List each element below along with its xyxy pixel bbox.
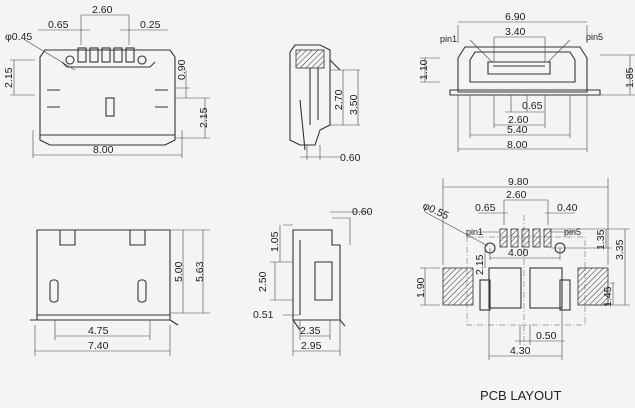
bottom-view: 5.00 5.63 4.75 7.40 [30,229,210,356]
pcb-layout: 9.80 φ0.55 0.65 2.60 0.40 pin1 pin5 1.35… [415,176,630,403]
pcb-pin5-label: pin5 [564,227,581,237]
side-view-bottom: 0.60 1.05 2.50 0.51 2.35 2.95 [253,206,373,356]
front-dim-pitch-span: 2.60 [92,4,113,16]
front-dim-right-lower: 2.15 [198,107,210,128]
front-dim-pitch: 0.65 [48,19,69,31]
rear-view: 6.90 3.40 pin1 pin5 1.10 1.85 0.65 2.60 … [418,11,635,152]
pcb-dim-pad-width: 0.40 [557,202,578,214]
side-bottom-dim-upper: 1.05 [269,231,281,252]
bottom-dim-depth-inner: 5.00 [173,261,185,282]
bottom-dim-depth: 5.63 [194,261,206,282]
rear-dim-pin-span: 3.40 [505,26,526,38]
pcb-dim-hole: φ0.55 [421,200,451,222]
rear-dim-right: 1.85 [624,67,635,88]
side-top-dim-inner: 2.70 [333,89,345,110]
side-bottom-dim-top: 0.60 [352,206,373,218]
pcb-dim-hole-to-pad: 2.15 [474,254,486,275]
front-dim-hole: φ0.45 [5,31,32,43]
pcb-dim-tab-offset: 1.45 [602,286,614,307]
front-dim-pin-width: 0.25 [140,19,161,31]
pcb-dim-pad-to-center: 3.35 [614,239,626,260]
side-bottom-dim-base: 2.95 [301,340,322,352]
pcb-layout-title: PCB LAYOUT [480,388,561,403]
bottom-dim-width: 7.40 [88,340,109,352]
rear-dim-pitch: 0.65 [522,100,543,112]
rear-dim-span: 2.60 [508,114,529,126]
side-top-dim-outer: 3.50 [348,94,360,115]
rear-dim-inner-width: 5.40 [507,124,528,136]
pcb-dim-tab-height: 1.90 [415,277,427,298]
side-top-dim-bottom: 0.60 [340,152,361,164]
front-dim-left-height: 2.15 [3,67,15,88]
side-bottom-dim-low: 0.51 [253,309,274,321]
pcb-pin1-label: pin1 [466,227,483,237]
rear-pin5-label: pin5 [586,32,603,42]
rear-dim-width-top: 6.90 [505,11,526,23]
pcb-dim-pad-len: 1.35 [595,229,607,250]
rear-pin1-label: pin1 [440,34,457,44]
pcb-dim-hole-span: 4.00 [508,247,529,259]
side-bottom-dim-mid: 2.50 [257,271,269,292]
pcb-dim-pad-span: 2.60 [506,189,527,201]
pcb-dim-pitch: 0.65 [475,202,496,214]
pcb-dim-total-width: 9.80 [508,176,529,188]
side-view-top: 2.70 3.50 0.60 [289,44,361,164]
rear-dim-width: 8.00 [507,139,528,151]
pcb-dim-center-offset: 0.50 [536,330,557,342]
bottom-dim-tab-span: 4.75 [88,325,109,337]
front-view: 2.60 0.65 0.25 φ0.45 2.15 0.90 2.15 8.00 [3,4,210,158]
front-dim-width: 8.00 [93,144,114,156]
side-bottom-dim-base-inner: 2.35 [300,325,321,337]
pcb-dim-inner-span: 4.30 [510,345,531,357]
front-dim-right-upper: 0.90 [176,59,188,80]
rear-dim-left: 1.10 [418,59,430,80]
